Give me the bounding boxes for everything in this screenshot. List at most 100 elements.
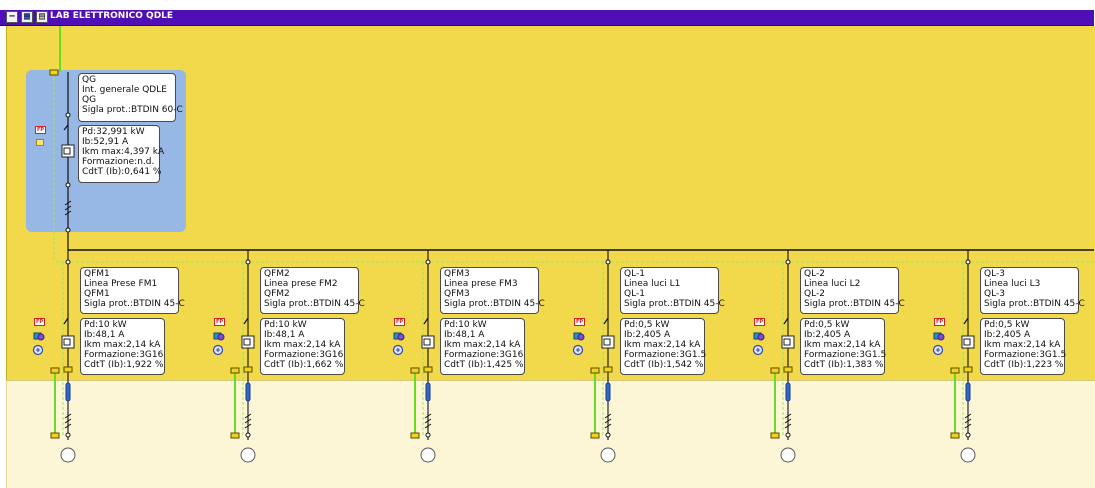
load-symbol[interactable] bbox=[240, 447, 256, 463]
terminal-pad bbox=[410, 367, 420, 374]
connection-node bbox=[65, 259, 71, 265]
switch-contact bbox=[963, 317, 969, 325]
feeder-cable: Formazione:3G1.5 bbox=[804, 350, 887, 360]
feeder-6 bbox=[950, 250, 976, 463]
load-symbol[interactable] bbox=[60, 447, 76, 463]
fp-icon[interactable]: FP bbox=[34, 318, 45, 326]
switchboard-canvas[interactable] bbox=[6, 26, 1095, 380]
terminal-pad bbox=[230, 432, 240, 439]
tree-view-button[interactable]: ▦ bbox=[21, 11, 33, 23]
feeder-code-repeat: QFM3 bbox=[444, 289, 470, 299]
fuse-icon bbox=[785, 382, 791, 402]
feeder-icons bbox=[392, 332, 405, 356]
feeder-description: Linea prese FM2 bbox=[264, 279, 338, 289]
terminal-pad bbox=[590, 367, 600, 374]
connection-node bbox=[965, 432, 971, 438]
feeder-protection: Sigla prot.:BTDIN 45-C bbox=[624, 299, 725, 309]
switch-contact bbox=[63, 317, 69, 325]
feeder-cable: Formazione:3G16 bbox=[264, 350, 344, 360]
cable-marker bbox=[424, 413, 432, 429]
switch-contact bbox=[423, 317, 429, 325]
feeder-power: Pd:10 kW bbox=[264, 320, 307, 330]
load-symbol[interactable] bbox=[960, 447, 976, 463]
terminal-pad bbox=[770, 432, 780, 439]
main-breaker-short-circuit: Ikm max:4,397 kA bbox=[82, 147, 165, 157]
fp-icon[interactable]: FP bbox=[754, 318, 765, 326]
list-view-button[interactable]: ▤ bbox=[36, 11, 48, 23]
connection-node bbox=[785, 259, 791, 265]
breaker-relay-mark bbox=[243, 338, 251, 346]
switch-contact bbox=[63, 124, 69, 131]
settings-icon bbox=[217, 333, 225, 341]
connection-node bbox=[65, 227, 71, 233]
feeder-short-circuit: Ikm max:2,14 kA bbox=[264, 340, 341, 350]
window-title-bar: − ▦ ▤ LAB ELETTRONICO QDLE bbox=[0, 10, 1094, 26]
feeder-short-circuit: Ikm max:2,14 kA bbox=[804, 340, 881, 350]
feeder-voltage-drop: CdtT (Ib):1,542 % bbox=[624, 360, 704, 370]
switch-contact bbox=[243, 317, 249, 325]
fp-icon[interactable]: FP bbox=[574, 318, 585, 326]
fp-icon[interactable]: FP bbox=[394, 318, 405, 326]
feeder-3 bbox=[410, 250, 436, 463]
settings-icon bbox=[937, 333, 945, 341]
connection-node bbox=[605, 259, 611, 265]
feeder-protection: Sigla prot.:BTDIN 45-C bbox=[984, 299, 1085, 309]
feeder-code: QL-1 bbox=[624, 269, 645, 279]
breaker-relay-mark bbox=[603, 338, 611, 346]
plug-icon-mark bbox=[216, 348, 220, 352]
connection-node bbox=[245, 432, 251, 438]
feeder-2 bbox=[230, 250, 256, 463]
feeder-cable: Formazione:3G16 bbox=[444, 350, 524, 360]
collapse-button[interactable]: − bbox=[6, 11, 18, 23]
feeder-power: Pd:10 kW bbox=[444, 320, 487, 330]
load-symbol[interactable] bbox=[600, 447, 616, 463]
main-breaker-data-box[interactable]: Pd:32,991 kW Ib:52,91 A Ikm max:4,397 kA… bbox=[78, 125, 165, 183]
feeder-cable: Formazione:3G16 bbox=[84, 350, 164, 360]
fp-icon[interactable]: FP bbox=[214, 318, 225, 326]
breaker-relay-mark bbox=[63, 338, 71, 346]
connection-node bbox=[965, 259, 971, 265]
feeder-icons bbox=[212, 332, 225, 356]
feeder-short-circuit: Ikm max:2,14 kA bbox=[84, 340, 161, 350]
terminal-pad bbox=[590, 432, 600, 439]
feeder-description: Linea luci L3 bbox=[984, 279, 1041, 289]
terminal-pad bbox=[50, 432, 60, 439]
feeder-5 bbox=[770, 250, 796, 463]
loads-area[interactable] bbox=[6, 380, 1095, 488]
main-breaker-protection: Sigla prot.:BTDIN 60-C bbox=[82, 105, 183, 115]
plug-icon-mark bbox=[756, 348, 760, 352]
main-breaker-description: Int. generale QDLE bbox=[82, 85, 167, 95]
load-symbol[interactable] bbox=[780, 447, 796, 463]
feeder-code-repeat: QFM1 bbox=[84, 289, 110, 299]
terminal-pad bbox=[950, 432, 960, 439]
terminal-pad bbox=[410, 432, 420, 439]
switch-contact bbox=[603, 317, 609, 325]
feeder-short-circuit: Ikm max:2,14 kA bbox=[984, 340, 1061, 350]
connection-node bbox=[65, 432, 71, 438]
settings-icon bbox=[757, 333, 765, 341]
feeder-description: Linea luci L1 bbox=[624, 279, 681, 289]
feeder-code-repeat: QL-1 bbox=[624, 289, 645, 299]
load-symbol[interactable] bbox=[420, 447, 436, 463]
feeder-description: Linea luci L2 bbox=[804, 279, 861, 289]
cable-marker bbox=[964, 413, 972, 429]
main-breaker-name-box[interactable]: QG Int. generale QDLE QG Sigla prot.:BTD… bbox=[78, 73, 183, 122]
fp-icon[interactable]: FP bbox=[35, 126, 46, 134]
terminal-pad bbox=[603, 366, 613, 373]
main-breaker-code: QG bbox=[82, 75, 97, 85]
feeder-current: Ib:48,1 A bbox=[444, 330, 485, 340]
fp-icon[interactable]: FP bbox=[934, 318, 945, 326]
feeder-code-repeat: QL-2 bbox=[804, 289, 825, 299]
